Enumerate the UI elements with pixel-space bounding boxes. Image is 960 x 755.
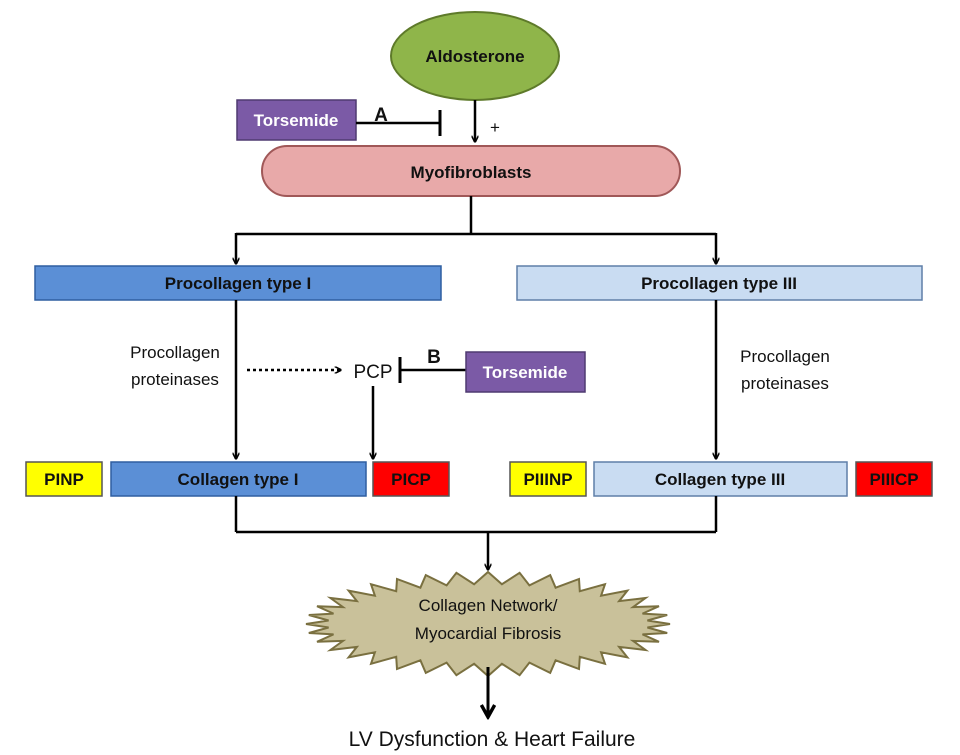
procollagen-type-1-node: Procollagen type I xyxy=(34,265,442,301)
collagen-type-1-label: Collagen type I xyxy=(178,470,299,489)
label-a: A xyxy=(374,105,388,126)
pcp-label: PCP xyxy=(353,362,392,383)
torsemide-a-node: Torsemide xyxy=(236,99,357,141)
myofibroblasts-label: Myofibroblasts xyxy=(411,163,532,182)
torsemide-a-label: Torsemide xyxy=(254,111,339,130)
piiinp-node: PIIINP xyxy=(509,461,587,497)
procollagen-type-3-label: Procollagen type III xyxy=(641,274,797,293)
svg-text:Procollagen: Procollagen xyxy=(740,347,830,366)
piiicp-node: PIIICP xyxy=(855,461,933,497)
collagen-network-line-2: Myocardial Fibrosis xyxy=(415,624,561,643)
svg-text:proteinases: proteinases xyxy=(131,370,219,389)
procollagen-type-1-label: Procollagen type I xyxy=(165,274,311,293)
collagen-network-line-1: Collagen Network/ xyxy=(419,596,558,615)
outcome-label: LV Dysfunction & Heart Failure xyxy=(349,728,636,751)
collagen-type-1-node: Collagen type I xyxy=(110,461,367,497)
plus-sign: + xyxy=(490,118,500,137)
myofibroblasts-node: Myofibroblasts xyxy=(261,145,681,197)
svg-text:proteinases: proteinases xyxy=(741,374,829,393)
aldosterone-label: Aldosterone xyxy=(425,47,524,66)
torsemide-b-label: Torsemide xyxy=(483,363,568,382)
proteinases-right-label: Procollagen proteinases xyxy=(740,347,830,393)
collagen-type-3-label: Collagen type III xyxy=(655,470,785,489)
torsemide-b-node: Torsemide xyxy=(465,351,586,393)
label-b: B xyxy=(427,347,441,368)
piiinp-label: PIIINP xyxy=(523,470,572,489)
procollagen-type-3-node: Procollagen type III xyxy=(516,265,923,301)
pinp-node: PINP xyxy=(25,461,103,497)
proteinases-left-label: Procollagen proteinases xyxy=(130,343,220,389)
aldosterone-node: Aldosterone xyxy=(390,11,560,101)
svg-text:Procollagen: Procollagen xyxy=(130,343,220,362)
pinp-label: PINP xyxy=(44,470,84,489)
picp-node: PICP xyxy=(372,461,450,497)
picp-label: PICP xyxy=(391,470,431,489)
collagen-type-3-node: Collagen type III xyxy=(593,461,848,497)
piiicp-label: PIIICP xyxy=(869,470,918,489)
collagen-network-node: Collagen Network/ Myocardial Fibrosis xyxy=(305,570,671,678)
